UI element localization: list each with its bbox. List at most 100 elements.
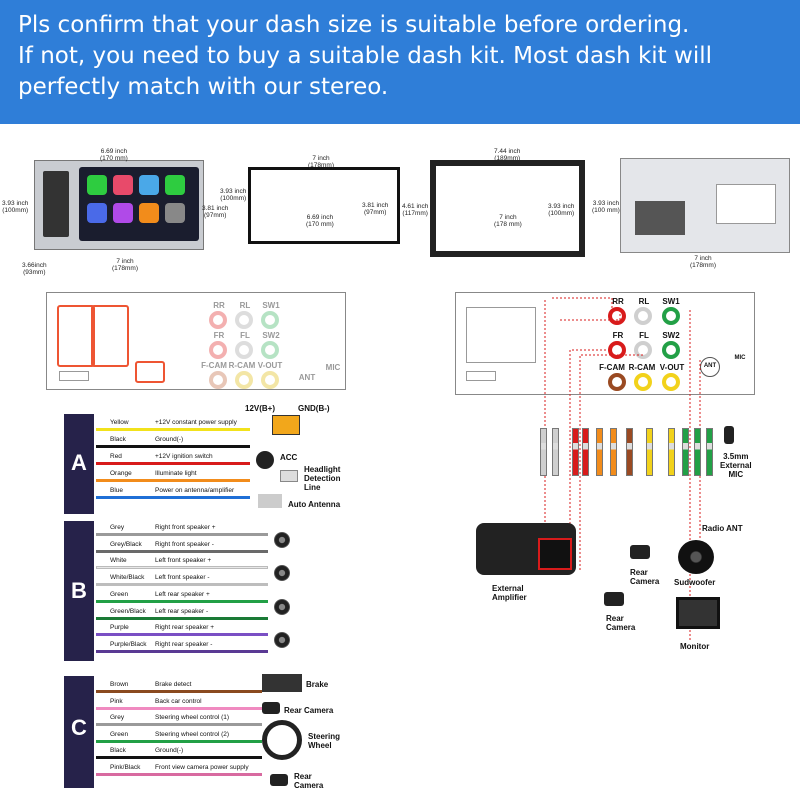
rca-sw2-faded	[261, 341, 279, 359]
harness-c	[135, 361, 165, 383]
wire-color-name: Yellow	[110, 419, 129, 426]
rca-fr[interactable]	[608, 341, 626, 359]
rear-camera2-label-c: Rear Camera	[294, 772, 324, 790]
rca-rcam[interactable]	[634, 373, 652, 391]
auto-antenna-label: Auto Antenna	[288, 500, 341, 509]
mic-icon	[724, 426, 734, 444]
harness-b	[91, 305, 129, 367]
fuse	[59, 371, 89, 381]
label-fl: FL	[240, 331, 250, 340]
wire-color-name: Pink/Black	[110, 763, 141, 771]
ant-port[interactable]	[700, 357, 720, 377]
dim-frame-inner-w: 6.69 inch (170 mm)	[306, 214, 334, 228]
amplifier-inputs	[538, 538, 572, 570]
rca-fcam[interactable]	[608, 373, 626, 391]
rca-sw2[interactable]	[662, 341, 680, 359]
rear-camera-icon-c	[262, 702, 280, 714]
wire-line	[96, 583, 268, 587]
rear-camera-b-label: Rear Camera	[606, 614, 636, 632]
dash-kit-frame	[430, 160, 585, 257]
wire-function: +12V constant power supply	[155, 419, 237, 426]
wire-color-name: Black	[110, 747, 126, 754]
wire-color-name: Brown	[110, 681, 129, 688]
wire-line	[96, 723, 262, 726]
wire-function: Front view camera power supply	[155, 763, 249, 771]
label-rcam-active: R-CAM	[628, 363, 656, 372]
rca-plug	[596, 428, 603, 476]
rca-fcam-faded	[209, 371, 227, 389]
dim-frame-inner-h: 3.81 inch (97mm)	[362, 202, 389, 216]
dim-kit-inner-h: 3.93 inch (100mm)	[548, 203, 575, 217]
stereo-buttons	[43, 171, 69, 237]
wire-function: Right front speaker +	[155, 524, 216, 531]
wire-color-name: Grey	[110, 524, 125, 531]
rca-rl-faded	[235, 311, 253, 329]
steering-wheel-icon	[262, 720, 302, 760]
wire-color-name: Orange	[110, 470, 132, 477]
dim-kit-inner-w: 7 inch (178 mm)	[494, 214, 522, 228]
wire-function: Right rear speaker -	[155, 640, 213, 648]
wire-color-name: Blue	[110, 487, 124, 494]
wire-function: Power on antenna/amplifier	[155, 487, 235, 494]
wire-line	[96, 566, 268, 570]
rca-plug	[552, 428, 559, 476]
wire-function: Steering wheel control (1)	[155, 714, 230, 721]
harness-outline	[466, 307, 536, 363]
wire-color-name: Green	[110, 590, 129, 598]
speaker-icon	[274, 531, 290, 548]
app-icon-grid	[87, 175, 191, 231]
wire-function: Illuminate light	[155, 470, 197, 477]
banner-line-3: perfectly match with our stereo.	[18, 74, 389, 100]
monitor-icon	[676, 597, 720, 629]
wire-line	[96, 739, 262, 743]
left-connector-panel: RR RL SW1 FR FL SW2 F-CAM R-CAM V-OUT AN…	[46, 292, 346, 390]
label-rr: RR	[213, 301, 225, 310]
group-b-bar	[64, 521, 94, 661]
group-b-letter: B	[71, 578, 87, 603]
rca-plug	[668, 428, 675, 476]
rca-rr[interactable]	[608, 307, 626, 325]
dim-back-bottom: 7 inch (178mm)	[690, 255, 717, 269]
wire-line	[96, 616, 268, 620]
label-rl: RL	[239, 301, 251, 310]
ext-amp-label: External Amplifier	[492, 584, 527, 602]
wire-color-name: Purple/Black	[110, 640, 147, 648]
wire-line	[96, 496, 250, 499]
rca-plug	[706, 428, 713, 476]
label-ant: ANT	[298, 373, 316, 382]
wire-line	[96, 772, 262, 776]
label-mic: MIC	[325, 363, 341, 372]
wire-line	[96, 706, 262, 710]
wire-color-name: White/Black	[110, 574, 145, 582]
front-camera-icon-c	[270, 774, 288, 786]
wire-function: Left front speaker +	[155, 557, 212, 565]
top-banner: Pls confirm that your dash size is suita…	[0, 0, 800, 124]
wire-color-name: Purple	[110, 624, 129, 632]
label-fr: FR	[213, 331, 225, 340]
wire-color-name: Grey	[110, 714, 125, 721]
rca-vout[interactable]	[662, 373, 680, 391]
label-rr-active: RR	[612, 297, 624, 306]
rca-rcam-faded	[235, 371, 253, 389]
rca-plug	[694, 428, 701, 476]
wire-color-name: Pink	[110, 697, 123, 705]
dim-unit-bottom: 7 inch (178mm)	[112, 258, 139, 272]
rca-fl[interactable]	[634, 341, 652, 359]
label-fcam: F-CAM	[201, 361, 227, 370]
monitor-label: Monitor	[680, 642, 710, 651]
label-fl-active: FL	[639, 331, 649, 340]
stereo-front-unit	[34, 160, 204, 250]
dim-kit-left: 4.61 inch (117mm)	[402, 203, 429, 217]
wire-line	[96, 649, 268, 653]
group-a-letter: A	[71, 450, 87, 475]
dim-kit-top: 7.44 inch (189mm)	[494, 148, 521, 162]
wire-function: +12V ignition switch	[155, 453, 213, 460]
acc-key-icon	[256, 451, 274, 469]
speaker-icon	[274, 631, 290, 648]
wire-line	[96, 533, 268, 536]
rca-rl[interactable]	[634, 307, 652, 325]
rca-sw1[interactable]	[662, 307, 680, 325]
stereo-screen	[79, 167, 199, 241]
stereo-back-panel	[620, 158, 790, 253]
rear-camera-a-icon	[630, 545, 650, 559]
